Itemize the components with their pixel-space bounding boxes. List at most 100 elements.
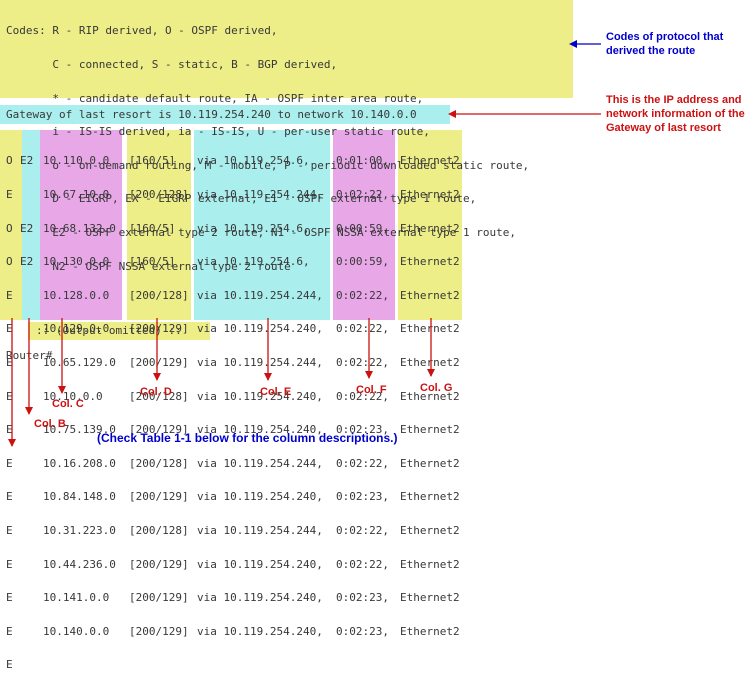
col-e-highlight bbox=[194, 130, 330, 320]
col-c-label: Col. C bbox=[52, 398, 84, 410]
codes-line: * - candidate default route, IA - OSPF i… bbox=[6, 91, 424, 105]
col-a-cell: E bbox=[6, 490, 13, 504]
col-e-cell: via 10.119.254.6, bbox=[197, 154, 310, 168]
col-e-cell: via 10.119.254.244, bbox=[197, 288, 323, 302]
col-e-cell: via 10.119.254.240, bbox=[197, 557, 323, 571]
col-b-highlight bbox=[22, 130, 40, 320]
table-reference-note: (Check Table 1-1 below for the column de… bbox=[97, 431, 398, 445]
col-g-cell: Ethernet2 bbox=[400, 355, 460, 369]
codes-line: i - IS-IS derived, ia - IS-IS, U - per-u… bbox=[6, 125, 430, 139]
col-f-cell: 0:02:23, bbox=[336, 624, 389, 638]
col-f-cell: 0:00:59, bbox=[336, 221, 389, 235]
col-g-cell: Ethernet2 bbox=[400, 624, 460, 638]
col-c-cell: 10.141.0.0 bbox=[43, 591, 110, 605]
col-e-cell: via 10.119.254.240, bbox=[197, 624, 323, 638]
gateway-text: Gateway of last resort is 10.119.254.240… bbox=[6, 108, 417, 121]
col-a-cell: E bbox=[6, 288, 13, 302]
output-omitted-box bbox=[28, 322, 210, 340]
col-c-cell: 10.31.223.0 bbox=[43, 523, 116, 537]
col-f-label: Col. F bbox=[356, 384, 387, 396]
col-f-cell: 0:02:22, bbox=[336, 523, 389, 537]
col-g-cell: Ethernet2 bbox=[400, 288, 460, 302]
codes-legend: Codes: R - RIP derived, O - OSPF derived… bbox=[6, 3, 529, 283]
col-a-cell: O bbox=[6, 255, 13, 269]
col-d-cell: [200/128] bbox=[129, 288, 189, 302]
col-g-cell: Ethernet2 bbox=[400, 389, 460, 403]
col-f-cell: 0:02:22, bbox=[336, 557, 389, 571]
col-a-cell: E bbox=[6, 658, 13, 672]
col-e-cell: via 10.119.254.6, bbox=[197, 255, 310, 269]
col-e-cell: via 10.119.254.240, bbox=[197, 423, 323, 437]
col-g-cell: Ethernet2 bbox=[400, 154, 460, 168]
col-g-cell: Ethernet2 bbox=[400, 221, 460, 235]
col-d-cell: [200/129] bbox=[129, 591, 189, 605]
col-e-label: Col. E bbox=[260, 386, 292, 398]
col-a-cell: E bbox=[6, 523, 13, 537]
col-f-cell: 0:02:22, bbox=[336, 188, 389, 201]
col-f-cell: 0:02:23, bbox=[336, 591, 389, 605]
col-b: E2 E2 E2 bbox=[20, 133, 33, 279]
col-c-cell: 10.129.0.0 bbox=[43, 322, 110, 336]
codes-line: D - EIGRP, EX - EIGRP external, E1 - OSP… bbox=[6, 192, 477, 206]
annotation-arrows bbox=[8, 40, 601, 447]
col-c-highlight bbox=[40, 130, 122, 320]
col-c-cell: 10.44.236.0 bbox=[43, 557, 116, 571]
col-g-cell: Ethernet2 bbox=[400, 557, 460, 571]
col-d-cell: [200/129] bbox=[129, 355, 189, 369]
codes-annotation: Codes of protocol that derived the route bbox=[606, 31, 724, 57]
col-e-cell: via 10.119.254.244, bbox=[197, 523, 323, 537]
col-g-cell: Ethernet2 bbox=[400, 456, 460, 470]
codes-line: N2 - OSPF NSSA external type 2 route bbox=[6, 259, 291, 273]
col-a-cell: E bbox=[6, 591, 13, 605]
col-a-cell: E bbox=[6, 624, 13, 638]
col-g-cell: Ethernet2 bbox=[400, 490, 460, 504]
col-c-cell: 10.128.0.0 bbox=[43, 288, 110, 302]
col-f-cell: 0:02:23, bbox=[336, 423, 389, 437]
col-a-cell: E bbox=[6, 557, 13, 571]
col-d-cell: [200/128] bbox=[129, 523, 189, 537]
col-c-cell: 10.10.0.0 bbox=[43, 389, 103, 403]
codes-box bbox=[0, 0, 573, 98]
col-e-cell: via 10.119.254.240, bbox=[197, 322, 323, 336]
col-d-cell: [200/129] bbox=[129, 557, 189, 571]
col-f-cell: 0:02:22, bbox=[336, 355, 389, 369]
col-e-cell: via 10.119.254.240, bbox=[197, 490, 323, 504]
col-e-cell: via 10.119.254.244, bbox=[197, 188, 323, 201]
col-c-cell: 10.16.208.0 bbox=[43, 456, 116, 470]
col-f-cell: 0:01:00, bbox=[336, 154, 389, 168]
col-g-cell: Ethernet2 bbox=[400, 423, 460, 437]
col-g-highlight bbox=[398, 130, 462, 320]
col-a-cell: E bbox=[6, 389, 13, 403]
output-omitted-text: :: (Output omitted) :: bbox=[36, 324, 182, 337]
col-d-label: Col. D bbox=[140, 386, 172, 398]
col-d-cell: [200/128] bbox=[129, 389, 189, 403]
codes-line: o - on-demand routing, M - mobile, P - p… bbox=[6, 158, 530, 172]
col-c-cell: 10.68.132.0 bbox=[43, 221, 116, 235]
col-f-cell: 0:02:22, bbox=[336, 456, 389, 470]
codes-line: Codes: R - RIP derived, O - OSPF derived… bbox=[6, 24, 278, 38]
codes-line: E2 - OSPF external type 2 route, N1 - OS… bbox=[6, 226, 516, 240]
col-b-cell: E2 bbox=[20, 255, 34, 269]
col-g-cell: Ethernet2 bbox=[400, 591, 460, 605]
col-d-cell: [160/5] bbox=[129, 221, 176, 235]
col-e-cell: via 10.119.254.244, bbox=[197, 456, 323, 470]
col-c-cell: 10.130.0.0 bbox=[43, 255, 110, 269]
gateway-box bbox=[0, 105, 450, 124]
col-d-cell: [200/129] bbox=[129, 624, 189, 638]
col-d-cell: [200/129] bbox=[129, 490, 189, 504]
col-d-cell: [200/128] bbox=[129, 188, 189, 201]
col-d-cell: [160/5] bbox=[129, 255, 176, 269]
gateway-annotation: This is the IP address and network infor… bbox=[606, 94, 745, 134]
col-e-cell: via 10.119.254.240, bbox=[197, 389, 323, 403]
col-f-cell: 0:00:59, bbox=[336, 255, 389, 269]
col-b-label: Col. B bbox=[34, 418, 66, 430]
col-b-cell: E2 bbox=[20, 154, 34, 168]
col-a-cell: E bbox=[6, 355, 13, 369]
col-f-highlight bbox=[333, 130, 395, 320]
col-a-cell: O bbox=[6, 154, 13, 168]
col-d-cell: [200/129] bbox=[129, 423, 189, 437]
col-a-highlight bbox=[0, 130, 22, 320]
codes-line: C - connected, S - static, B - BGP deriv… bbox=[6, 58, 338, 72]
col-f-cell: 0:02:22, bbox=[336, 288, 389, 302]
col-a-cell: E bbox=[6, 423, 13, 437]
